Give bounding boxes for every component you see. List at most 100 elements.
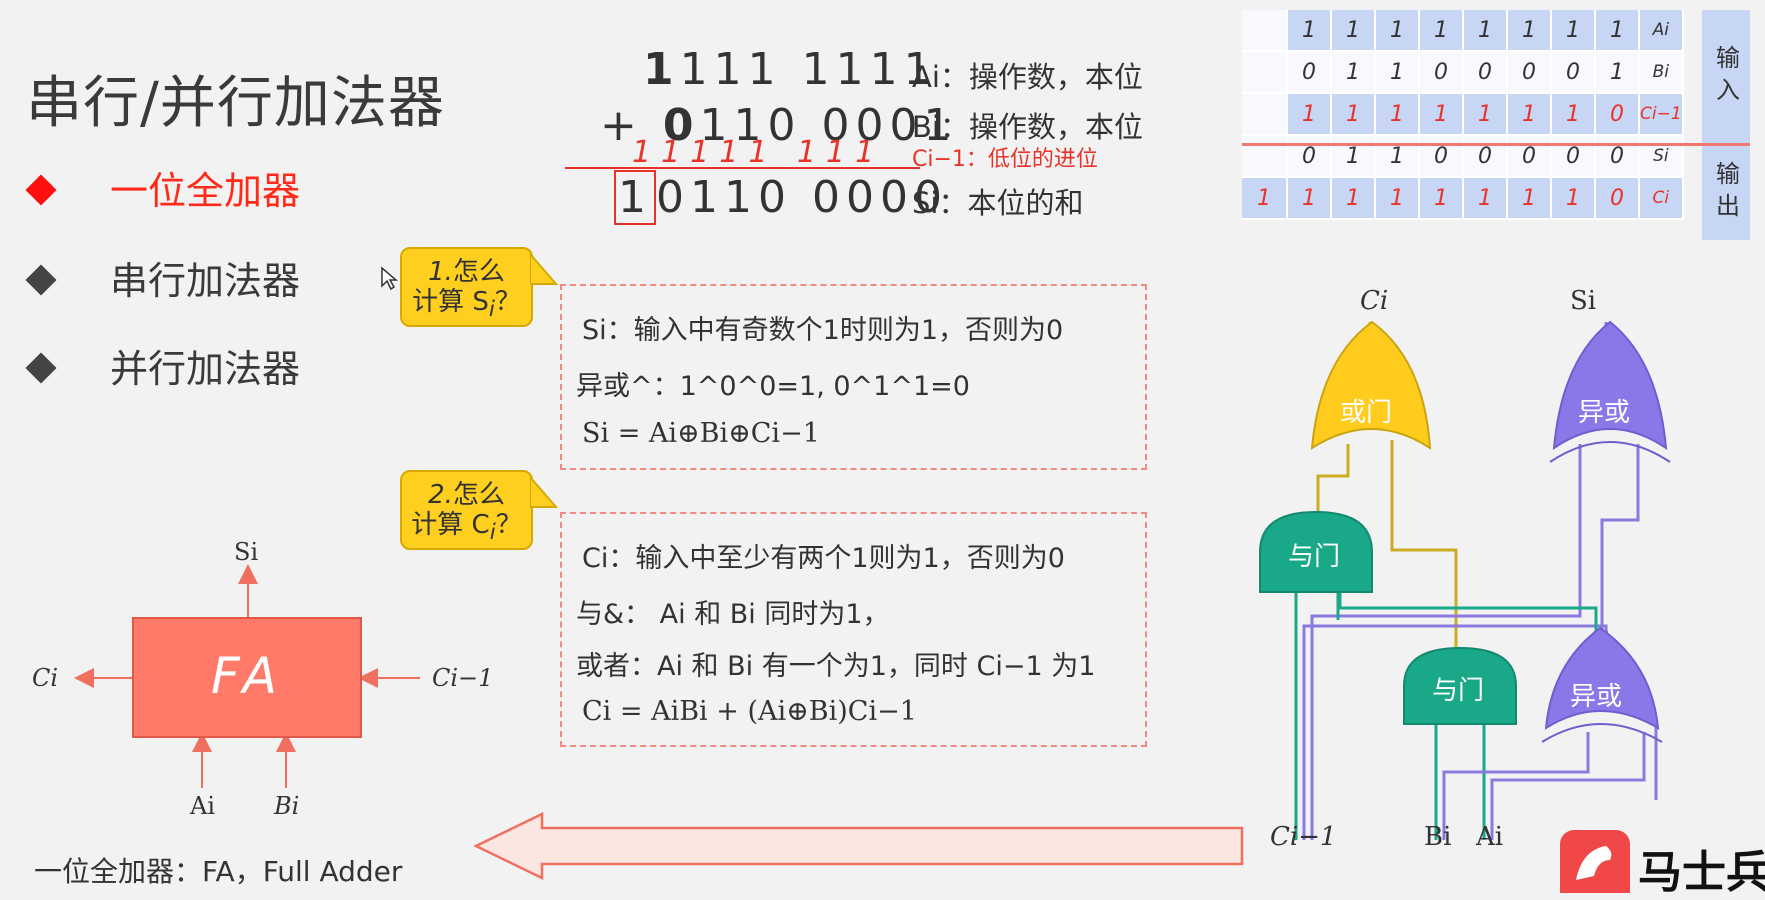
truth-table-bit-cell: 1 (1595, 10, 1640, 52)
xor-example: 异或^：1^0^0=1, 0^1^1=0 (576, 371, 970, 402)
or-gate (1310, 320, 1432, 450)
truth-table-bit-cell: 1 (1331, 10, 1376, 52)
or-gate-label: 或门 (1340, 398, 1393, 428)
truth-table-bit-cell: 0 (1419, 135, 1464, 178)
fa-ai-label: Ai (190, 792, 216, 820)
sum-result: 10110 0000 (614, 170, 948, 225)
truth-table-bit-cell: 1 (1375, 177, 1420, 220)
input-label: 输入 (1702, 10, 1750, 144)
truth-table-bit-cell: 1 (1419, 10, 1464, 52)
truth-table-bit-cell: 1 (1287, 93, 1332, 136)
fa-arrows (74, 564, 420, 788)
circuit-ai-label: Ai (1476, 822, 1504, 852)
truth-table-bit-cell: 0 (1463, 51, 1508, 94)
label-sum: Si：本位的和 (912, 186, 1084, 220)
wire-and1-or (1316, 444, 1350, 520)
circuit-si-out: Si (1570, 286, 1597, 316)
truth-table-bit-cell: 0 (1551, 51, 1596, 94)
wire-cin-xor1 (1310, 444, 1582, 840)
truth-table-bit-cell: 0 (1507, 51, 1552, 94)
xor-gate-2 (1544, 626, 1660, 730)
truth-table-bit-cell: 1 (1375, 51, 1420, 94)
wire-ai-xor2 (1490, 732, 1646, 840)
truth-table-bit-cell: 0 (1507, 135, 1552, 178)
truth-table-bit-cell: 1 (1419, 93, 1464, 136)
fa-si-label: Si (234, 538, 259, 566)
ci-formula: Ci = AiBi + (Ai⊕Bi)Ci−1 (582, 696, 917, 727)
fa-ci-1-label: Ci−1 (432, 664, 494, 692)
truth-table-lead-cell (1242, 10, 1288, 52)
truth-table-bit-cell: 1 (1463, 10, 1508, 52)
truth-table-bit-cell: 1 (1551, 10, 1596, 52)
xor-gate-2-label: 异或 (1570, 682, 1623, 712)
truth-table-bit-cell: 1 (1331, 93, 1376, 136)
fa-label: FA (210, 647, 284, 705)
truth-table-bit-cell: 1 (1507, 10, 1552, 52)
truth-table-lead-cell: 1 (1242, 177, 1288, 220)
truth-table-bit-cell: 0 (1287, 135, 1332, 178)
truth-table-bit-cell: 1 (1331, 177, 1376, 220)
or-condition: 或者：Ai 和 Bi 有一个为1，同时 Ci−1 为1 (576, 651, 1096, 682)
truth-table-bit-cell: 1 (1331, 135, 1376, 178)
label-b: Bi：操作数，本位 (912, 110, 1143, 144)
diamond-bullet-icon (25, 263, 57, 296)
truth-table-name-cell: Ai (1639, 10, 1684, 52)
callout-text: 1.怎么 (428, 257, 505, 287)
truth-table-bit-cell: 1 (1375, 135, 1420, 178)
and-condition: 与&： Ai 和 Bi 同时为1， (576, 599, 890, 630)
bullet-full-adder[interactable]: 一位全加器 (25, 160, 300, 215)
truth-table-bit-cell: 1 (1419, 177, 1464, 220)
truth-table-name-cell: Ci (1639, 177, 1684, 220)
output-label: 输出 (1702, 146, 1750, 240)
diamond-bullet-icon (25, 351, 57, 384)
xor-gate-1 (1552, 320, 1668, 451)
fa-bi-label: Bi (274, 792, 300, 820)
carry-row: 11111 111 (632, 135, 885, 170)
truth-table-lead-cell (1242, 135, 1288, 178)
truth-table-bit-cell: 0 (1595, 93, 1640, 136)
truth-table-bit-cell: 1 (1507, 177, 1552, 220)
callout-tail-icon (530, 475, 559, 508)
truth-table-bit-cell: 1 (1375, 93, 1420, 136)
si-explanation-box: Si：输入中有奇数个1时则为1，否则为0 异或^：1^0^0=1, 0^1^1=… (560, 284, 1147, 470)
truth-table-bit-cell: 1 (1331, 51, 1376, 94)
label-a: Ai：操作数，本位 (912, 60, 1143, 94)
bullet-label: 并行加法器 (110, 347, 301, 391)
callout-tail-icon (530, 252, 559, 285)
ci-rule: Ci：输入中至少有两个1则为1，否则为0 (582, 543, 1065, 574)
callout-how-si: 1.怎么 计算 Si？ (400, 247, 533, 327)
operand-b: + 0110 0001 (600, 100, 958, 151)
truth-table-bit-cell: 1 (1287, 177, 1332, 220)
bullet-serial-adder[interactable]: 串行加法器 (25, 250, 301, 305)
truth-table-bit-cell: 1 (1463, 93, 1508, 136)
truth-table-bit-cell: 0 (1595, 135, 1640, 178)
truth-table-bit-cell: 0 (1595, 177, 1640, 220)
sum-line (565, 167, 920, 169)
and-gate-1 (1259, 510, 1373, 593)
truth-table-bit-cell: 1 (1595, 51, 1640, 94)
logo-text: 马士兵 (1638, 847, 1765, 898)
truth-table-name-cell: Bi (1639, 51, 1684, 94)
truth-table-bit-cell: 0 (1463, 135, 1508, 178)
truth-table-bit-cell: 1 (1551, 177, 1596, 220)
truth-table-bit-cell: 0 (1419, 51, 1464, 94)
truth-table-name-cell: Ci−1 (1639, 93, 1684, 136)
truth-table-lead-cell (1242, 93, 1288, 136)
circuit-ci-out: Ci (1360, 286, 1389, 316)
truth-table-bit-cell: 1 (1375, 10, 1420, 52)
logo-horse-icon (1576, 846, 1612, 880)
bullet-label: 串行加法器 (110, 259, 301, 303)
circuit-cin-label: Ci−1 (1270, 822, 1337, 852)
mouse-cursor-icon (381, 266, 398, 291)
and-gate-2-label: 与门 (1432, 676, 1485, 706)
truth-table-bit-cell: 1 (1507, 93, 1552, 136)
bullet-parallel-adder[interactable]: 并行加法器 (25, 338, 301, 393)
left-arrow-icon (473, 812, 1244, 880)
truth-table-bit-cell: 0 (1287, 51, 1332, 94)
truth-table-lead-cell (1242, 51, 1288, 94)
full-adder-circuit (1259, 320, 1671, 840)
